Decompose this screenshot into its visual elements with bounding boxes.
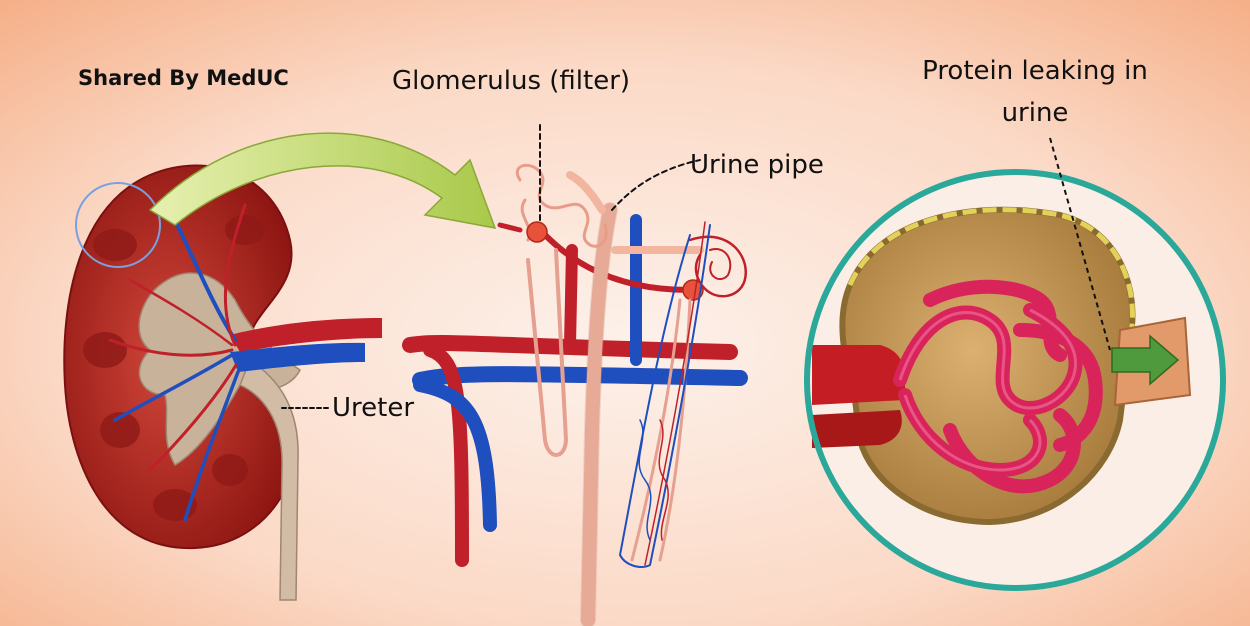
protein-leaking-label: Protein leaking in urine (922, 56, 1148, 128)
urine-pipe-label: Urine pipe (690, 150, 824, 180)
nephron-illustration (281, 124, 748, 626)
credit-text: Shared By MedUC (78, 66, 289, 90)
zoom-circle (75, 182, 161, 268)
glomerulus-label: Glomerulus (filter) (392, 66, 631, 96)
zoom-ring (804, 169, 1226, 591)
zoomed-glomerulus (804, 137, 1226, 591)
leak-arrow-icon (1111, 334, 1180, 386)
zoom-arrow-icon (148, 132, 497, 229)
ureter-label: Ureter (332, 393, 415, 423)
kidney-illustration (63, 164, 382, 601)
